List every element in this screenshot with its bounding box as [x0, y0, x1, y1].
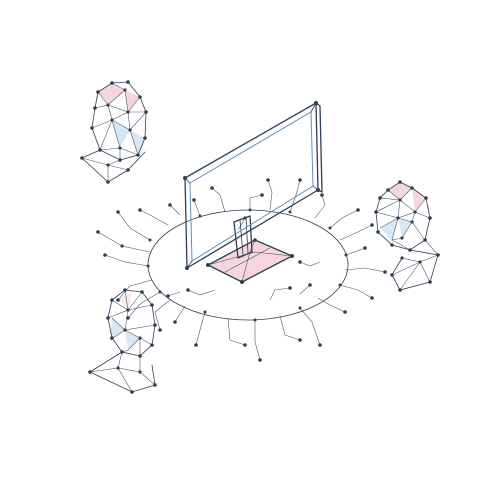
monitor	[183, 101, 323, 284]
wireframe-head-top-left	[80, 80, 148, 184]
wireframe-head-right	[374, 180, 440, 292]
wireframe-head-bottom-left	[88, 288, 157, 394]
network-branches	[97, 179, 386, 361]
